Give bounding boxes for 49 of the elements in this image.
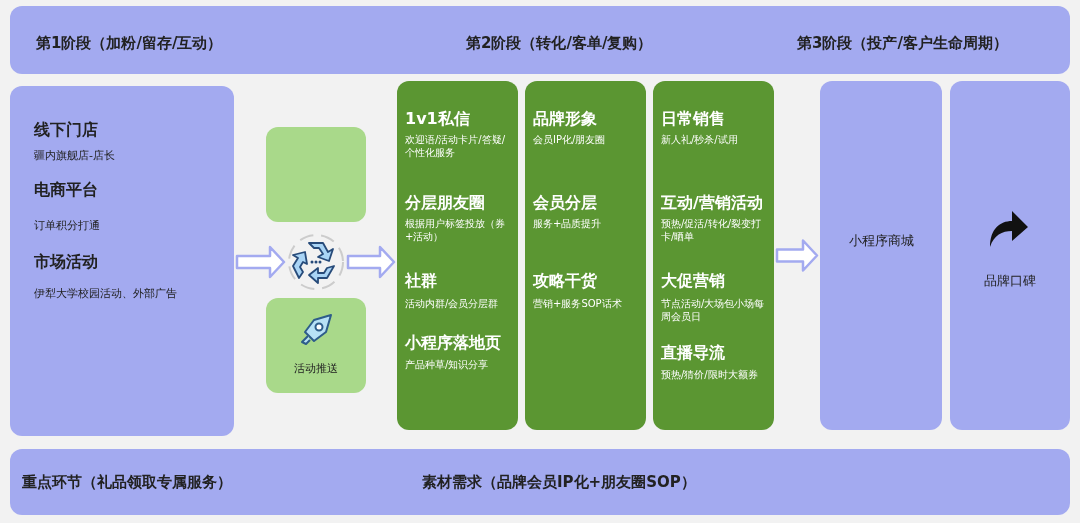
stage-title: 第3阶段（投产/客户生命周期） (797, 34, 1008, 54)
tactic-heading: 会员分层 (533, 193, 597, 214)
channel-panel (10, 86, 234, 436)
card-label: 品牌口碑 (983, 273, 1037, 290)
stage-title: 第1阶段（加粉/留存/互动） (36, 34, 223, 54)
tactic-heading: 直播导流 (661, 343, 725, 364)
tactic-detail: 营销+服务SOP话术 (533, 297, 623, 310)
channel-heading: 市场活动 (34, 252, 98, 273)
tactic-heading: 社群 (405, 271, 437, 292)
stage-band (10, 6, 1070, 74)
block-arrow (775, 239, 819, 272)
tool-card (266, 298, 366, 393)
channel-heading: 线下门店 (34, 120, 98, 141)
note-text: 重点环节（礼品领取专属服务） (22, 473, 232, 493)
tactic-detail: 根据用户标签投放（券+活动） (405, 217, 506, 243)
channel-detail: 订单积分打通 (34, 219, 100, 234)
tactic-heading: 分层朋友圈 (405, 193, 485, 214)
result-card (950, 81, 1070, 430)
tactic-detail: 会员IP化/朋友圈 (533, 133, 607, 146)
tactic-heading: 小程序落地页 (405, 333, 501, 354)
tactic-column (397, 81, 518, 430)
tactic-column (653, 81, 774, 430)
channel-card (820, 81, 942, 430)
tactic-heading: 品牌形象 (533, 109, 597, 130)
channel-heading: 电商平台 (34, 180, 98, 201)
tactic-detail: 预热/猜价/限时大额券 (661, 368, 759, 381)
tactic-column (525, 81, 646, 430)
tactic-heading: 大促营销 (661, 271, 725, 292)
block-arrow (235, 245, 286, 279)
tactic-heading: 攻略干货 (533, 271, 597, 292)
stage-title: 第2阶段（转化/客单/复购） (466, 34, 653, 54)
channel-detail: 疆内旗舰店-店长 (34, 149, 115, 164)
key-point-band (10, 449, 1070, 515)
card-label: 活动推送 (293, 362, 339, 377)
note-text: 素材需求（品牌会员IP化+朋友圈SOP） (422, 473, 696, 493)
tool-card (266, 127, 366, 222)
tactic-heading: 1v1私信 (405, 109, 470, 130)
tactic-heading: 日常销售 (661, 109, 725, 130)
tactic-heading: 互动/营销活动 (661, 193, 763, 214)
block-arrow (346, 245, 396, 279)
tactic-detail: 预热/促活/转化/裂变打卡/晒单 (661, 217, 763, 243)
tactic-detail: 产品种草/知识分享 (405, 358, 490, 371)
tactic-detail: 服务+品质提升 (533, 217, 603, 230)
tactic-detail: 节点活动/大场包小场每周会员日 (661, 297, 766, 323)
card-label: 小程序商城 (847, 233, 915, 250)
tactic-detail: 新人礼/秒杀/试用 (661, 133, 739, 146)
tactic-detail: 欢迎语/活动卡片/答疑/个性化服务 (405, 133, 507, 159)
tactic-detail: 活动内群/会员分层群 (405, 297, 500, 310)
channel-detail: 伊犁大学校园活动、外部广告 (34, 287, 177, 302)
